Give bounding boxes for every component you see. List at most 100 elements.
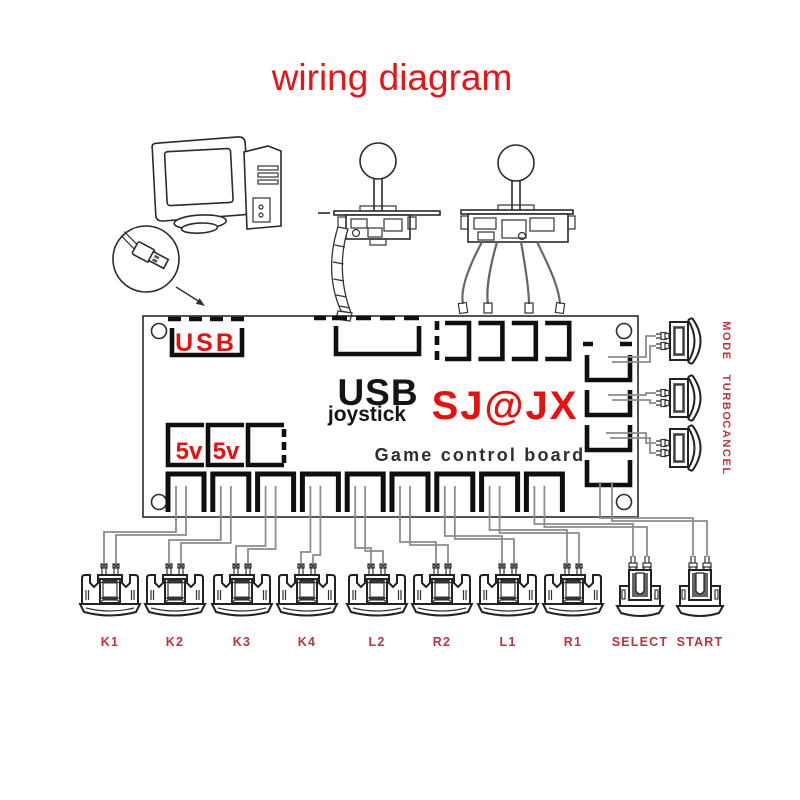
coupler-slot	[478, 320, 505, 362]
wire	[533, 486, 634, 557]
side-button-label: MODE	[720, 321, 732, 360]
usb-plug-icon	[120, 231, 170, 270]
wire	[235, 486, 267, 563]
wire	[608, 392, 656, 396]
usb-connector-outline	[168, 316, 246, 358]
wire	[409, 486, 449, 563]
mount-hole-top-right	[615, 322, 633, 340]
joystick-connector-right	[445, 320, 572, 362]
arcade-button-r2: R2	[411, 563, 473, 649]
side-button-icon	[655, 424, 702, 472]
computer-illustration	[151, 136, 282, 234]
arcade-button-k2: K2	[144, 563, 206, 649]
wire	[488, 486, 568, 563]
joystick-left	[318, 142, 441, 322]
board-caption: Game control board	[375, 445, 586, 465]
pin-header	[210, 471, 252, 512]
bottom-connector-row	[165, 471, 565, 512]
arrow-to-board	[175, 286, 205, 306]
arcade-button-select: SELECT	[612, 555, 669, 649]
arcade-button-icon	[542, 563, 604, 617]
bottom-button-row: K1 K2 K3 K4 L2 R2 L1 R1 SELECT START	[79, 555, 724, 649]
button-label: R2	[433, 635, 451, 649]
ribbon-cable	[330, 226, 353, 322]
wiring	[103, 335, 708, 563]
button-label: K2	[166, 635, 184, 649]
pin-header	[523, 471, 565, 512]
pin-header	[344, 471, 386, 512]
wire	[610, 437, 656, 454]
button-label: K3	[233, 635, 251, 649]
joystick-connector-left	[314, 315, 440, 362]
coupler-slot	[511, 320, 539, 362]
wire	[364, 486, 384, 563]
side-connector-column	[583, 341, 633, 488]
power-label-2: 5v	[213, 438, 240, 465]
pin-header	[389, 471, 431, 512]
coupler-slot	[445, 320, 472, 362]
computer-tower-icon	[243, 145, 282, 230]
wire	[247, 486, 277, 563]
wire	[103, 486, 177, 563]
wire	[612, 345, 656, 363]
wire	[443, 486, 503, 563]
coupler-slot	[545, 320, 572, 362]
mode-button: MODE	[655, 317, 732, 365]
wire	[115, 486, 187, 563]
arcade-button-r1: R1	[542, 563, 604, 649]
wire	[168, 486, 222, 563]
button-label: L1	[500, 635, 517, 649]
board-name-top: USB	[337, 372, 418, 413]
board-name-bottom: joystick	[327, 403, 407, 426]
arcade-button-icon	[276, 563, 338, 617]
circuit-board: USB USB joystick SJ@JX Game control boar…	[142, 315, 639, 518]
arcade-button-k3: K3	[211, 563, 273, 649]
power-connectors	[165, 422, 287, 468]
pin-header	[165, 471, 207, 512]
button-label: K4	[298, 635, 316, 649]
wire	[300, 486, 312, 563]
diagram-title: wiring diagram	[271, 57, 513, 98]
joystick-right	[457, 144, 576, 315]
pin-header	[479, 471, 521, 512]
wire	[612, 399, 656, 404]
turbo-button: TURBO	[655, 374, 732, 422]
wire	[312, 486, 322, 563]
usb-plug-magnifier	[112, 225, 205, 306]
arcade-button-k1: K1	[79, 563, 141, 649]
button-label: K1	[101, 635, 119, 649]
arcade-button-k4: K4	[276, 563, 338, 649]
side-button-label: CANCEL	[720, 420, 732, 475]
arcade-button-icon	[346, 563, 408, 617]
wire	[611, 482, 708, 557]
arcade-button-l1: L1	[477, 563, 539, 649]
wire	[399, 486, 437, 563]
arcade-button-start: START	[676, 555, 724, 649]
wire	[453, 486, 515, 563]
wire	[608, 335, 656, 358]
pin-header	[434, 471, 476, 512]
button-label: SELECT	[612, 635, 669, 649]
wire	[543, 486, 648, 557]
side-button-icon	[655, 317, 702, 365]
arcade-button-icon	[477, 563, 539, 617]
arcade-button-icon	[144, 563, 206, 617]
button-label: L2	[369, 635, 386, 649]
arcade-button-l2: L2	[346, 563, 408, 649]
arcade-button-icon	[616, 555, 664, 617]
usb-port-label: USB	[175, 329, 237, 357]
mount-hole-bottom-right	[615, 493, 633, 511]
arcade-button-icon	[411, 563, 473, 617]
wire	[599, 482, 694, 557]
brand-label: SJ@JX	[432, 384, 579, 428]
mount-hole-top-left	[150, 322, 168, 340]
pin-header	[299, 471, 341, 512]
arcade-button-icon	[211, 563, 273, 617]
monitor-icon	[151, 136, 251, 234]
mount-hole-bottom-left	[150, 493, 168, 511]
power-label-1: 5v	[176, 438, 203, 465]
button-label: R1	[564, 635, 582, 649]
button-label: START	[677, 635, 724, 649]
